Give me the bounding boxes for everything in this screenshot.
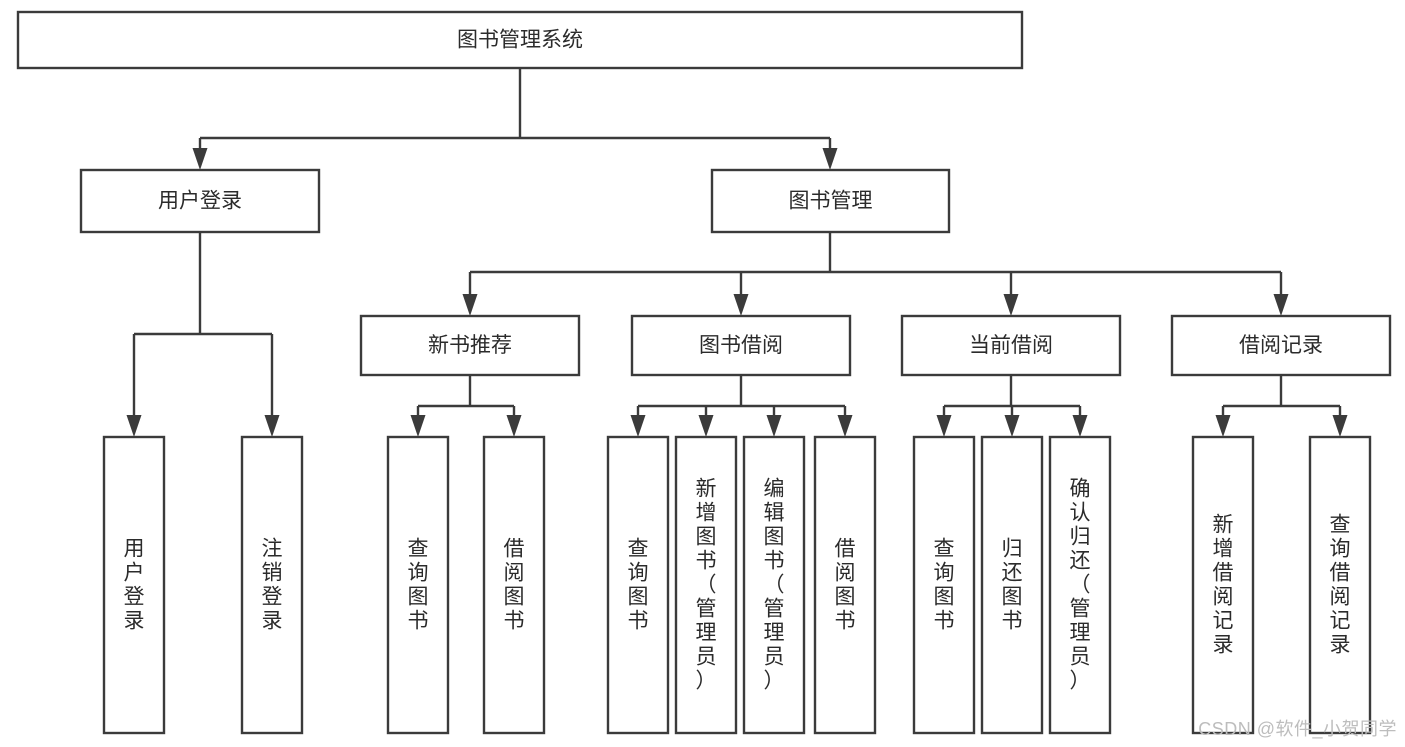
user-login-drop-1-arrowhead <box>264 415 280 437</box>
node-leaf-user-logout-label: 注销登录 <box>262 538 283 633</box>
node-leaf-user-logout[interactable]: 注销登录 <box>240 435 304 735</box>
node-leaf-query-book-1-box[interactable] <box>386 435 450 735</box>
node-layer: 图书管理系统用户登录图书管理新书推荐图书借阅当前借阅借阅记录用户登录注销登录查询… <box>16 10 1392 735</box>
user-login-drop-0-arrowhead <box>126 415 142 437</box>
leaf-drop-8-arrowhead <box>1072 415 1088 437</box>
node-leaf-query-book-3[interactable]: 查询图书 <box>912 435 976 735</box>
node-leaf-borrow-book-1-box[interactable] <box>482 435 546 735</box>
node-borrow-record[interactable]: 借阅记录 <box>1170 314 1392 377</box>
node-leaf-borrow-book-2-box[interactable] <box>813 435 877 735</box>
node-leaf-user-login-label: 用户登录 <box>124 538 145 633</box>
node-leaf-add-book[interactable]: 新增图书（管理员） <box>674 435 738 735</box>
node-book-manage-box[interactable] <box>710 168 951 234</box>
leaf-drop-0-arrowhead <box>410 415 426 437</box>
node-book-borrow-box[interactable] <box>630 314 852 377</box>
node-leaf-query-book-2-label: 查询图书 <box>628 538 649 633</box>
node-leaf-edit-book-label: 编辑图书（管理员） <box>764 478 785 693</box>
node-leaf-edit-book[interactable]: 编辑图书（管理员） <box>742 435 806 735</box>
node-user-login-label: 用户登录 <box>158 190 242 213</box>
node-leaf-query-book-2[interactable]: 查询图书 <box>606 435 670 735</box>
node-leaf-confirm-return[interactable]: 确认归还（管理员） <box>1048 435 1112 735</box>
node-leaf-query-book-1[interactable]: 查询图书 <box>386 435 450 735</box>
node-current-borrow[interactable]: 当前借阅 <box>900 314 1122 377</box>
leaf-drop-3-arrowhead <box>698 415 714 437</box>
node-new-book-recommend-box[interactable] <box>359 314 581 377</box>
leaf-drop-6-arrowhead <box>936 415 952 437</box>
node-leaf-return-book-box[interactable] <box>980 435 1044 735</box>
node-leaf-borrow-book-1-label: 借阅图书 <box>504 538 525 633</box>
leaf-drop-2-arrowhead <box>630 415 646 437</box>
node-current-borrow-box[interactable] <box>900 314 1122 377</box>
root-drop-0-arrowhead <box>192 148 208 170</box>
node-leaf-query-record-label: 查询借阅记录 <box>1330 514 1351 657</box>
node-leaf-edit-book-box[interactable] <box>742 435 806 735</box>
node-leaf-add-record[interactable]: 新增借阅记录 <box>1191 435 1255 735</box>
node-leaf-add-book-label: 新增图书（管理员） <box>696 478 717 693</box>
node-borrow-record-label: 借阅记录 <box>1239 334 1323 357</box>
node-leaf-query-record[interactable]: 查询借阅记录 <box>1308 435 1372 735</box>
leaf-drop-9-arrowhead <box>1215 415 1231 437</box>
leaf-drop-10-arrowhead <box>1332 415 1348 437</box>
watermark-text: CSDN @软件_小贺同学 <box>1198 719 1397 739</box>
node-leaf-add-record-box[interactable] <box>1191 435 1255 735</box>
node-leaf-user-logout-box[interactable] <box>240 435 304 735</box>
node-leaf-confirm-return-box[interactable] <box>1048 435 1112 735</box>
leaf-drop-1-arrowhead <box>506 415 522 437</box>
node-leaf-borrow-book-1[interactable]: 借阅图书 <box>482 435 546 735</box>
node-leaf-user-login[interactable]: 用户登录 <box>102 435 166 735</box>
node-book-manage-label: 图书管理 <box>789 190 873 213</box>
node-leaf-query-record-box[interactable] <box>1308 435 1372 735</box>
node-leaf-query-book-3-label: 查询图书 <box>934 538 955 633</box>
node-leaf-add-record-label: 新增借阅记录 <box>1213 514 1234 657</box>
node-leaf-borrow-book-2-label: 借阅图书 <box>835 538 856 633</box>
leaf-drop-7-arrowhead <box>1004 415 1020 437</box>
book-manage-drop-1-arrowhead <box>733 294 749 316</box>
node-new-book-recommend[interactable]: 新书推荐 <box>359 314 581 377</box>
node-leaf-query-book-1-label: 查询图书 <box>408 538 429 633</box>
node-book-borrow[interactable]: 图书借阅 <box>630 314 852 377</box>
connector-layer <box>126 68 1348 437</box>
node-leaf-add-book-box[interactable] <box>674 435 738 735</box>
node-root-system-label: 图书管理系统 <box>457 29 583 52</box>
node-leaf-query-book-2-box[interactable] <box>606 435 670 735</box>
node-book-borrow-label: 图书借阅 <box>699 334 783 357</box>
node-leaf-return-book[interactable]: 归还图书 <box>980 435 1044 735</box>
node-leaf-query-book-3-box[interactable] <box>912 435 976 735</box>
node-root-system-box[interactable] <box>16 10 1024 70</box>
node-book-manage[interactable]: 图书管理 <box>710 168 951 234</box>
node-current-borrow-label: 当前借阅 <box>969 334 1053 357</box>
node-leaf-user-login-box[interactable] <box>102 435 166 735</box>
book-manage-drop-0-arrowhead <box>462 294 478 316</box>
node-leaf-return-book-label: 归还图书 <box>1002 538 1023 633</box>
node-new-book-recommend-label: 新书推荐 <box>428 334 512 357</box>
leaf-drop-4-arrowhead <box>766 415 782 437</box>
node-leaf-confirm-return-label: 确认归还（管理员） <box>1070 478 1091 693</box>
book-manage-drop-3-arrowhead <box>1273 294 1289 316</box>
node-borrow-record-box[interactable] <box>1170 314 1392 377</box>
book-manage-drop-2-arrowhead <box>1003 294 1019 316</box>
node-user-login[interactable]: 用户登录 <box>79 168 321 234</box>
root-drop-1-arrowhead <box>822 148 838 170</box>
node-user-login-box[interactable] <box>79 168 321 234</box>
node-leaf-borrow-book-2[interactable]: 借阅图书 <box>813 435 877 735</box>
leaf-drop-5-arrowhead <box>837 415 853 437</box>
node-root-system[interactable]: 图书管理系统 <box>16 10 1024 70</box>
